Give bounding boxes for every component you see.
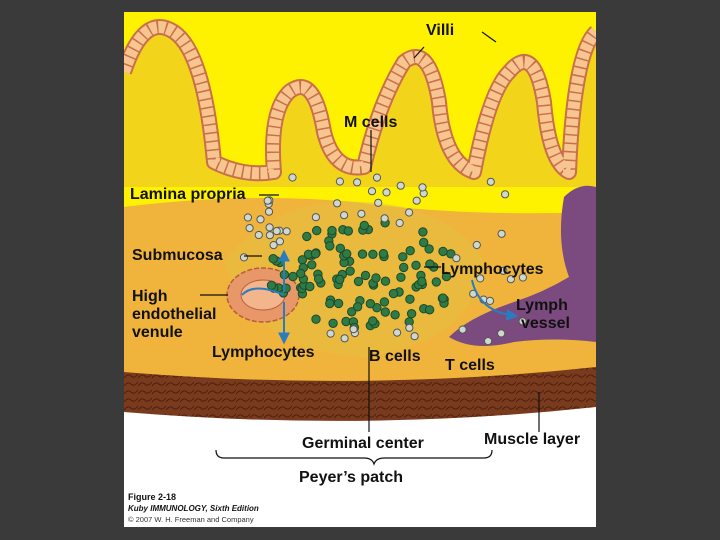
muscle-layer — [124, 367, 596, 421]
label-lymph-line2: vessel — [521, 315, 570, 332]
label-villi: Villi — [426, 22, 454, 39]
label-t-cells: T cells — [445, 357, 495, 374]
label-germinal-center: Germinal center — [302, 435, 424, 452]
villi-leader-left — [413, 46, 425, 59]
label-lymphocytes-left: Lymphocytes — [212, 344, 315, 361]
caption-copyright: © 2007 W. H. Freeman and Company — [128, 515, 254, 524]
lamina-propria-region — [124, 27, 596, 187]
villi-leader-right — [481, 31, 497, 43]
peyers-brace — [215, 449, 493, 466]
label-lamina-propria: Lamina propria — [130, 186, 246, 203]
caption-book: Kuby IMMUNOLOGY, Sixth Edition — [128, 504, 259, 513]
label-m-cells: M cells — [344, 114, 397, 131]
label-muscle-layer: Muscle layer — [484, 431, 580, 448]
migration-arrows — [241, 249, 519, 345]
lymph-vessel — [449, 185, 596, 346]
label-lymph-line1: Lymph — [516, 297, 568, 314]
villi-epithelium — [116, 19, 602, 182]
label-hev-line1: High — [132, 288, 168, 305]
cell-population — [239, 173, 527, 346]
label-peyers-patch: Peyer’s patch — [299, 469, 403, 486]
peyers-patch-diagram: Villi M cells Lamina propria Submucosa H… — [116, 12, 602, 524]
figure-panel: Villi M cells Lamina propria Submucosa H… — [116, 12, 602, 527]
label-b-cells: B cells — [369, 348, 421, 365]
peyers-patch-dome — [224, 201, 484, 357]
label-hev-line3: venule — [132, 324, 183, 341]
caption-figure: Figure 2-18 — [128, 492, 176, 502]
label-lymphocytes-right: Lymphocytes — [441, 261, 544, 278]
arrow-into-venule — [241, 287, 285, 296]
label-submucosa: Submucosa — [132, 247, 223, 264]
label-hev-line2: endothelial — [132, 306, 216, 323]
arrow-to-lymph — [471, 279, 519, 321]
leader-lines — [200, 31, 540, 466]
